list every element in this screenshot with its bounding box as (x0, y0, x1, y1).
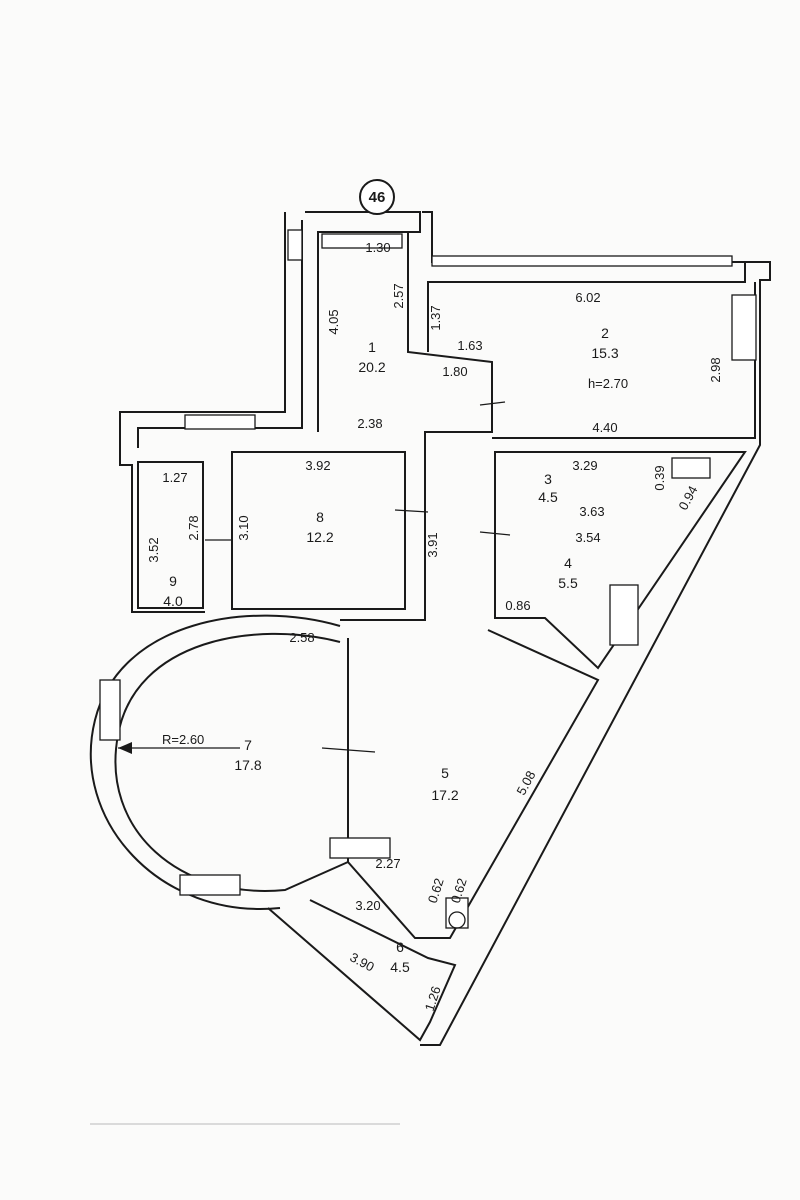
door-room7-5 (321, 747, 376, 753)
wall-room7-arc-inner (114, 632, 349, 892)
door-room8 (394, 509, 429, 513)
room-7-number: 7 (244, 737, 252, 753)
window-room4-east (609, 584, 639, 646)
inner-wall-west-wing (137, 220, 303, 608)
outer-wall-west-wing (119, 212, 286, 613)
dim-4.05: 4.05 (326, 309, 341, 334)
room-labels: 1 20.2 2 15.3 h=2.70 3 4.5 4 5.5 5 17.2 … (163, 325, 628, 975)
dim-0.39: 0.39 (652, 465, 667, 490)
fixture-room5-circle (448, 911, 466, 929)
dim-1.30: 1.30 (365, 240, 390, 255)
apartment-number: 46 (369, 189, 386, 206)
wall-room1-east (340, 232, 493, 621)
wall-room6 (267, 899, 457, 1042)
dim-3.52: 3.52 (146, 537, 161, 562)
room-4-area: 5.5 (558, 575, 578, 591)
windows (99, 229, 757, 929)
dim-3.10: 3.10 (236, 515, 251, 540)
wall-room9 (137, 461, 204, 609)
window-top-room1 (321, 233, 403, 249)
room-9-area: 4.0 (163, 593, 183, 609)
dim-6.02: 6.02 (575, 290, 600, 305)
wall-room5 (347, 629, 600, 939)
window-east-room2 (731, 294, 757, 361)
dim-0.62b: 0.62 (448, 876, 470, 905)
window-room6 (329, 837, 391, 859)
room-1-area: 20.2 (358, 359, 385, 375)
room-2-number: 2 (601, 325, 609, 341)
dim-0.94: 0.94 (675, 483, 700, 512)
ceiling-height: h=2.70 (588, 376, 628, 391)
dim-3.29: 3.29 (572, 458, 597, 473)
window-west-wing (184, 414, 256, 430)
dim-2.58: 2.58 (289, 630, 314, 645)
room-7-area: 17.8 (234, 757, 261, 773)
wall-room8 (231, 451, 406, 610)
window-top-room2 (431, 255, 733, 267)
dim-3.20: 3.20 (355, 898, 380, 913)
room-1-number: 1 (368, 339, 376, 355)
fixture-room3 (671, 457, 711, 479)
dim-2.38: 2.38 (357, 416, 382, 431)
room-8-area: 12.2 (306, 529, 333, 545)
room-3-number: 3 (544, 471, 552, 487)
dim-2.57: 2.57 (391, 283, 406, 308)
room-8-number: 8 (316, 509, 324, 525)
apartment-badge: 46 (359, 179, 395, 215)
dim-3.92: 3.92 (305, 458, 330, 473)
room-5-number: 5 (441, 765, 449, 781)
dim-1.27: 1.27 (162, 470, 187, 485)
apartment-badge-circle (359, 179, 395, 215)
dim-4.40: 4.40 (592, 420, 617, 435)
room-4-number: 4 (564, 555, 572, 571)
radius-label: R=2.60 (162, 732, 204, 747)
dim-3.63: 3.63 (579, 504, 604, 519)
dim-2.78: 2.78 (186, 515, 201, 540)
room-6-area: 4.5 (390, 959, 410, 975)
dim-2.27: 2.27 (375, 856, 400, 871)
doors (205, 401, 511, 753)
wall-rooms-3-4 (494, 451, 747, 670)
dim-1.80: 1.80 (442, 364, 467, 379)
dim-0.62a: 0.62 (425, 876, 447, 905)
dim-3.91: 3.91 (425, 532, 440, 557)
dim-1.63: 1.63 (457, 338, 482, 353)
window-room7-bottom (179, 874, 241, 896)
window-room7-left (99, 679, 121, 741)
walls (89, 211, 771, 1046)
room-3-area: 4.5 (538, 489, 558, 505)
door-room1-2 (479, 401, 506, 406)
dim-5.08: 5.08 (513, 768, 538, 797)
dim-3.54: 3.54 (575, 530, 600, 545)
dim-1.26: 1.26 (422, 984, 444, 1013)
dim-2.98: 2.98 (708, 357, 723, 382)
room-5-area: 17.2 (431, 787, 458, 803)
radius-arrowhead (118, 742, 132, 754)
wall-room7-arc-outer (89, 614, 341, 910)
window-west-left (287, 229, 303, 261)
wall-east-outer (420, 261, 771, 1046)
dim-0.86: 0.86 (505, 598, 530, 613)
radius-indicator: R=2.60 (118, 732, 240, 754)
room-9-number: 9 (169, 573, 177, 589)
dim-1.37: 1.37 (428, 305, 443, 330)
wall-room2 (422, 211, 756, 439)
room-2-area: 15.3 (591, 345, 618, 361)
dim-3.90: 3.90 (347, 949, 376, 974)
door-room3 (479, 531, 511, 536)
room-6-number: 6 (396, 939, 404, 955)
